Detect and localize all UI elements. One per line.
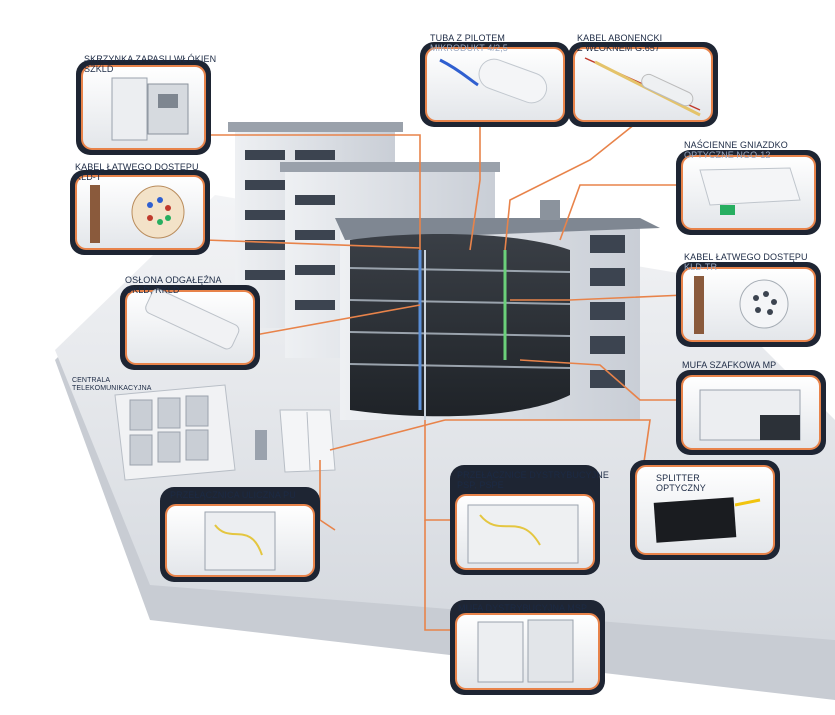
label-msp: MUFA DYSTRYBUCYJNA MSP [458,603,587,613]
label-psp: PRZEŁĄCZNICE DYSTRYBUCYJNE PSP, PSPE [457,470,609,490]
callout-kld-t [70,170,210,255]
label-splitter: SPLITTER OPTYCZNY [656,473,706,493]
label-oslona-title: OSŁONA ODGAŁĘŹNA [125,275,222,285]
label-gniazdko: NAŚCIENNE GNIAZDKO OPTYCZNE NGO-12 [684,140,788,160]
label-tuba: TUBA Z PILOTEM MIKRODUKT 4/2,5 [430,33,508,53]
label-centrala-subtitle: TELEKOMUNIKACYJNA [72,385,152,393]
label-tuba-title: TUBA Z PILOTEM [430,33,508,43]
callout-tuba [420,42,570,127]
label-skrzynka-title: SKRZYNKA ZAPASU WŁÓKIEN [84,54,216,64]
label-pu: PRZEŁĄCZNICA ULICZNA PU [170,490,296,500]
label-kld-t-title: KABEL ŁATWEGO DOSTĘPU [75,162,199,172]
label-psp-subtitle: PSP, PSPE [457,480,609,490]
callout-gniazdko [676,150,821,235]
label-kld-tr: KABEL ŁATWEGO DOSTĘPU KLD-TR [684,252,808,272]
label-centrala: CENTRALA TELEKOMUNIKACYJNA [72,377,152,393]
label-kabel-abonencki-title: KABEL ABONENCKI [577,33,662,43]
label-psp-title: PRZEŁĄCZNICE DYSTRYBUCYJNE [457,470,609,480]
label-mufa-szafkowa-title: MUFA SZAFKOWA MP [682,360,776,370]
callout-pu [160,487,320,582]
label-kabel-abonencki: KABEL ABONENCKI Z WŁÓKNEM G.657 [577,33,662,53]
label-tuba-subtitle: MIKRODUKT 4/2,5 [430,43,508,53]
label-oslona: OSŁONA ODGAŁĘŹNA OKLD, RKLD [125,275,222,295]
main-building [335,200,660,420]
label-splitter-subtitle: OPTYCZNY [656,483,706,493]
label-oslona-subtitle: OKLD, RKLD [125,285,222,295]
label-gniazdko-title: NAŚCIENNE GNIAZDKO [684,140,788,150]
label-gniazdko-subtitle: OPTYCZNE NGO-12 [684,150,788,160]
callout-kld-tr [676,262,821,347]
callout-msp [450,600,605,695]
label-kld-tr-title: KABEL ŁATWEGO DOSTĘPU [684,252,808,262]
label-splitter-title: SPLITTER [656,473,706,483]
label-kabel-abonencki-subtitle: Z WŁÓKNEM G.657 [577,43,662,53]
label-msp-title: MUFA DYSTRYBUCYJNA MSP [458,603,587,613]
callout-skrzynka [76,60,211,155]
callout-mufa-szafkowa [676,370,826,455]
label-kld-t-subtitle: KLD-T [75,172,199,182]
label-kld-tr-subtitle: KLD-TR [684,262,808,272]
callout-kabel-abonencki [568,42,718,127]
label-pu-title: PRZEŁĄCZNICA ULICZNA PU [170,490,296,500]
label-kld-t: KABEL ŁATWEGO DOSTĘPU KLD-T [75,162,199,182]
telecom-exchange-model [115,385,235,480]
label-centrala-title: CENTRALA [72,377,152,385]
label-mufa-szafkowa: MUFA SZAFKOWA MP [682,360,776,370]
label-skrzynka: SKRZYNKA ZAPASU WŁÓKIEN SZKLD [84,54,216,74]
label-skrzynka-subtitle: SZKLD [84,64,216,74]
callout-oslona [120,285,260,370]
